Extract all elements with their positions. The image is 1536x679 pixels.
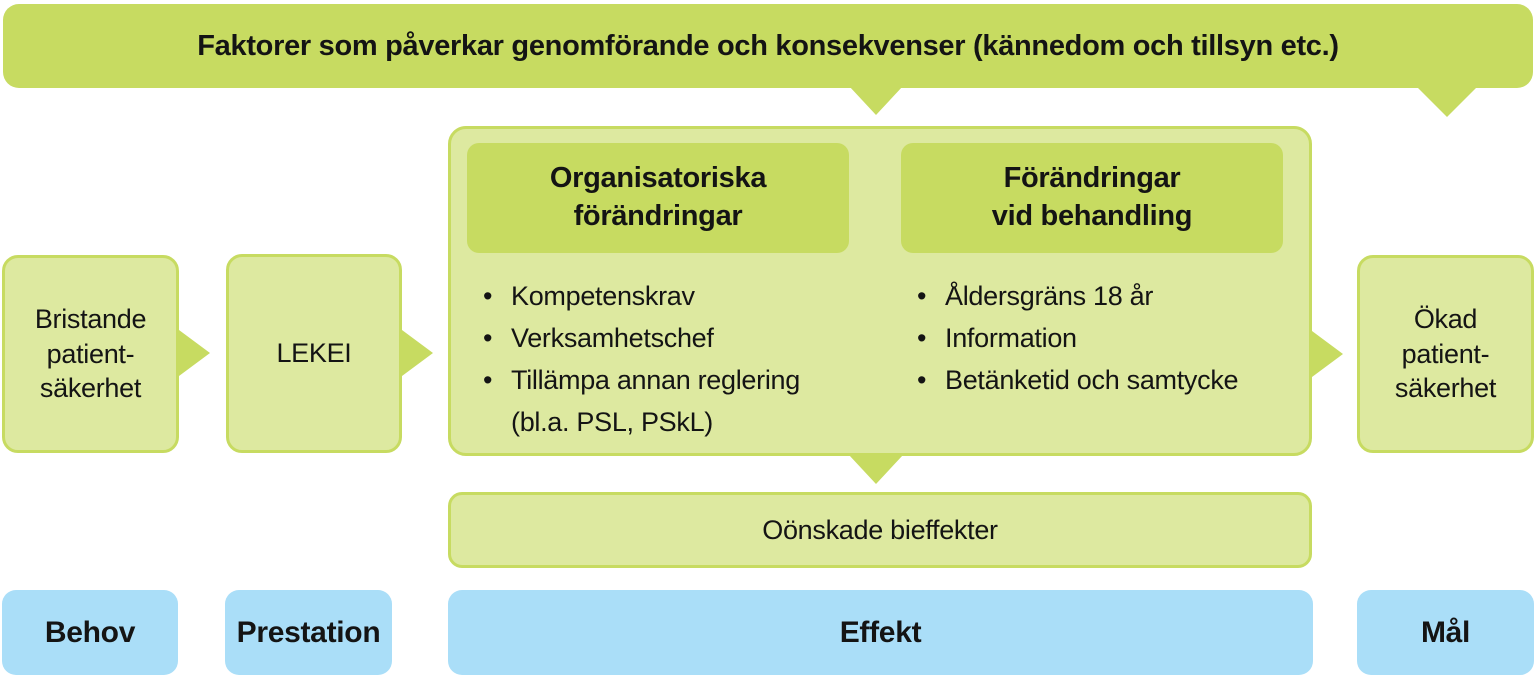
side-effects-label: Oönskade bieffekter	[762, 514, 998, 545]
bullet-item: Kompetenskrav	[481, 275, 851, 317]
bullet-item: Information	[915, 317, 1305, 359]
mal-label: Mål	[1420, 615, 1471, 649]
bullet-item: Betänketid och samtycke	[915, 359, 1305, 401]
treatment-changes-bullets: Åldersgräns 18 år Information Betänketid…	[915, 275, 1305, 401]
organisational-changes-title: Organisatoriska förändringar	[549, 162, 767, 232]
panel-arrow-right-icon	[1312, 331, 1343, 377]
effekt-label: Effekt	[839, 615, 922, 649]
behov-label: Behov	[44, 615, 136, 649]
bullet-item: Åldersgräns 18 år	[915, 275, 1305, 317]
prestation-label: Prestation	[236, 615, 381, 649]
treatment-changes-title: Förändringar vid behandling	[991, 162, 1193, 232]
goal-box: Ökad patient- säkerhet	[1357, 255, 1534, 453]
factors-banner-label: Faktorer som påverkar genomförande och k…	[197, 29, 1339, 62]
bottom-label-behov: Behov	[2, 590, 178, 675]
factors-banner: Faktorer som påverkar genomförande och k…	[3, 4, 1533, 88]
organisational-changes-header: Organisatoriska förändringar	[467, 143, 849, 253]
bottom-label-prestation: Prestation	[225, 590, 392, 675]
organisational-changes-bullets: Kompetenskrav Verksamhetschef Tillämpa a…	[481, 275, 851, 443]
flow-arrow-right-icon	[402, 330, 433, 376]
banner-arrow-down-right-icon	[1416, 86, 1478, 117]
bullet-item: Verksamhetschef	[481, 317, 851, 359]
flow-arrow-right-icon	[179, 330, 210, 376]
goal-box-label: Ökad patient- säkerhet	[1394, 304, 1497, 404]
lekei-box-label: LEKEI	[276, 338, 352, 369]
interventions-panel: Organisatoriska förändringar Förändringa…	[448, 126, 1312, 456]
treatment-changes-header: Förändringar vid behandling	[901, 143, 1283, 253]
need-box-label: Bristande patient- säkerhet	[34, 304, 147, 404]
lekei-box: LEKEI	[226, 254, 402, 453]
need-box: Bristande patient- säkerhet	[2, 255, 179, 453]
bullet-item: Tillämpa annan reglering (bl.a. PSL, PSk…	[481, 359, 851, 443]
side-effects-box: Oönskade bieffekter	[448, 492, 1312, 568]
bottom-label-effekt: Effekt	[448, 590, 1313, 675]
bottom-label-mal: Mål	[1357, 590, 1534, 675]
panel-arrow-down-icon	[849, 455, 903, 484]
banner-arrow-down-center-icon	[849, 86, 903, 115]
